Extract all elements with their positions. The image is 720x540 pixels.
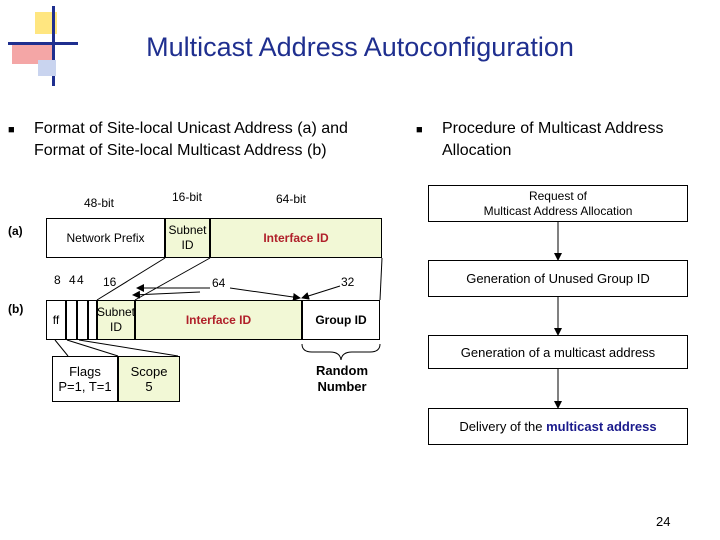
left-bullet-line1: Format of Site-local Unicast Address (a)… bbox=[34, 120, 348, 137]
width-8: 8 bbox=[54, 273, 61, 287]
interface-id-field-b: Interface ID bbox=[135, 300, 302, 340]
subnet-id-field-a: Subnet ID bbox=[165, 218, 210, 258]
width-64: 64 bbox=[212, 276, 226, 290]
subnet-id-field-b: Subnet ID bbox=[97, 300, 135, 340]
format-a-label: (a) bbox=[8, 224, 23, 238]
scope-box: Scope 5 bbox=[118, 356, 180, 402]
width-16bit: 16-bit bbox=[172, 190, 203, 204]
interface-id-a-label: Interface ID bbox=[263, 230, 329, 245]
step4-emphasis: multicast address bbox=[546, 419, 657, 434]
right-bullet-line1: Procedure of Multicast Address bbox=[442, 120, 664, 137]
scope-line1: Scope bbox=[130, 364, 168, 379]
scope-line2: 5 bbox=[145, 379, 153, 394]
step3-label: Generation of a multicast address bbox=[460, 344, 656, 360]
width-4a: 4 bbox=[69, 273, 76, 287]
scope-nibble-field bbox=[77, 300, 88, 340]
random-number-line2: Number bbox=[317, 379, 367, 394]
group-id-field: Group ID bbox=[302, 300, 380, 340]
subnet-id-b-line1: Subnet bbox=[96, 305, 136, 319]
random-number-line1: Random bbox=[316, 363, 368, 378]
width-32: 32 bbox=[341, 275, 355, 289]
width-4b: 4 bbox=[77, 273, 84, 287]
step-generate-multicast-address: Generation of a multicast address bbox=[428, 335, 688, 369]
flags-nibble-field bbox=[66, 300, 77, 340]
subnet-id-b-line2: ID bbox=[110, 320, 122, 334]
right-bullet-line2: Allocation bbox=[442, 142, 512, 159]
step-request-allocation: Request of Multicast Address Allocation bbox=[428, 185, 688, 222]
flags-box: Flags P=1, T=1 bbox=[52, 356, 118, 402]
ff-field: ff bbox=[46, 300, 66, 340]
network-prefix-field: Network Prefix bbox=[46, 218, 165, 258]
step-deliver-multicast-address: Delivery of the multicast address bbox=[428, 408, 688, 445]
ff-label: ff bbox=[52, 312, 60, 327]
corner-decoration bbox=[0, 0, 90, 90]
interface-id-b-label: Interface ID bbox=[185, 312, 252, 327]
width-48bit: 48-bit bbox=[84, 196, 115, 210]
width-16: 16 bbox=[103, 275, 117, 289]
right-bullet-text: Procedure of Multicast Address Allocatio… bbox=[442, 118, 663, 162]
reserved-field bbox=[88, 300, 97, 340]
bullet-marker: ■ bbox=[416, 124, 423, 136]
random-number-label: Random Number bbox=[302, 363, 382, 395]
group-id-label: Group ID bbox=[315, 312, 367, 327]
step4-label: Delivery of the multicast address bbox=[459, 419, 656, 434]
format-b-label: (b) bbox=[8, 302, 24, 316]
flags-line2: P=1, T=1 bbox=[58, 379, 112, 394]
left-bullet-line2: Format of Site-local Multicast Address (… bbox=[34, 142, 327, 159]
left-bullet-text: Format of Site-local Unicast Address (a)… bbox=[34, 118, 348, 162]
flags-line1: Flags bbox=[69, 364, 101, 379]
width-64bit: 64-bit bbox=[276, 192, 307, 206]
bullet-marker: ■ bbox=[8, 124, 15, 136]
network-prefix-label: Network Prefix bbox=[66, 230, 145, 245]
step4-prefix: Delivery of the bbox=[459, 419, 547, 434]
step2-label: Generation of Unused Group ID bbox=[466, 271, 650, 286]
subnet-id-a-line1: Subnet bbox=[168, 223, 207, 237]
interface-id-field-a: Interface ID bbox=[210, 218, 382, 258]
subnet-id-a-line2: ID bbox=[181, 238, 194, 252]
page-number: 24 bbox=[656, 514, 671, 529]
step1-line1: Request of bbox=[528, 188, 588, 203]
step1-line2: Multicast Address Allocation bbox=[483, 203, 633, 218]
slide-title: Multicast Address Autoconfiguration bbox=[146, 32, 574, 62]
step-generate-group-id: Generation of Unused Group ID bbox=[428, 260, 688, 297]
